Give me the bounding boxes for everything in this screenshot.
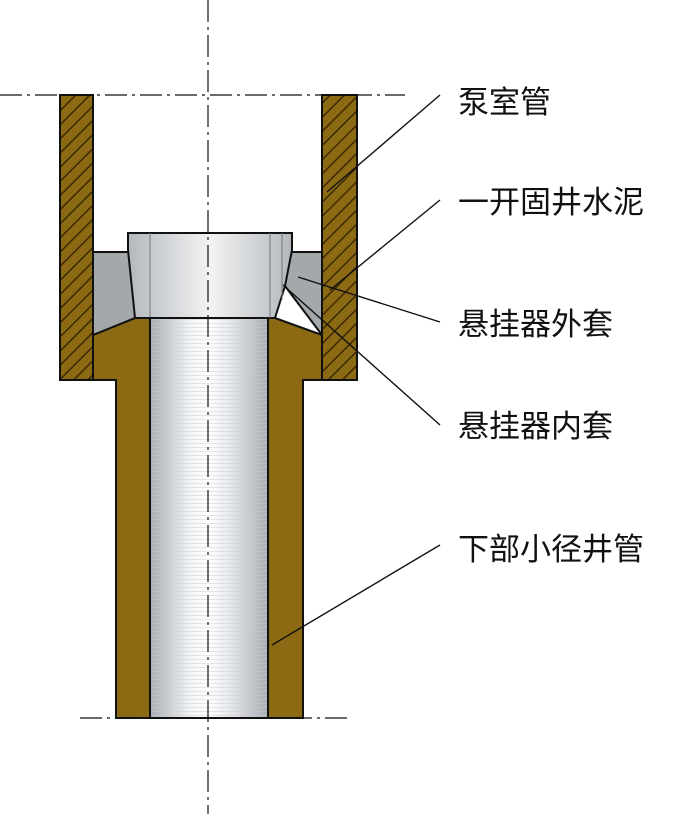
label-pump-chamber-pipe: 泵室管 — [458, 85, 551, 121]
leader-hanger-inner-sleeve — [282, 284, 441, 426]
pump-chamber-pipe-left-wall — [59, 94, 94, 381]
label-lower-small-diameter-casing: 下部小径井管 — [458, 532, 644, 568]
leader-lower-small-diameter-casing — [271, 544, 441, 646]
pump-chamber-pipe-right-wall — [321, 94, 358, 381]
label-hanger-outer-sleeve: 悬挂器外套 — [458, 307, 613, 343]
label-first-spud-cement: 一开固井水泥 — [458, 185, 644, 221]
leader-hanger-outer-sleeve — [297, 276, 441, 323]
hanger-outer-sleeve — [127, 232, 293, 319]
leader-first-spud-cement — [329, 199, 441, 291]
label-hanger-inner-sleeve: 悬挂器内套 — [458, 409, 613, 445]
leader-pump-chamber-pipe — [326, 94, 441, 193]
inner-sleeve-texture — [151, 319, 267, 717]
